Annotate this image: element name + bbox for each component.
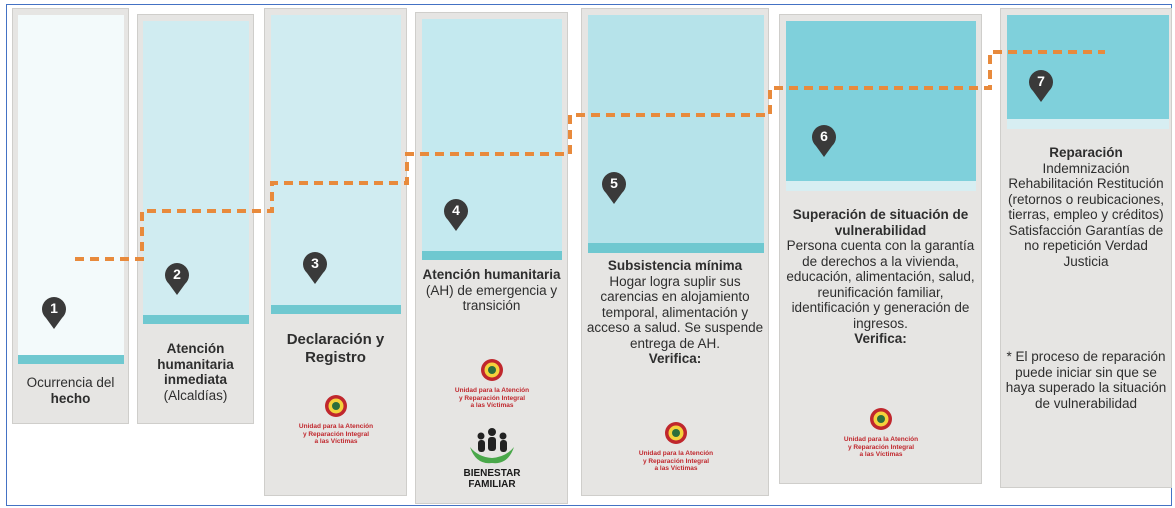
- stage-card-3: 3 Declaración y Registro Unidad para la …: [264, 8, 407, 496]
- pin-icon: 1: [42, 297, 66, 329]
- stage-2-label: Atención humanitaria inmediata(Alcaldías…: [157, 341, 234, 403]
- shield-icon: [481, 359, 503, 381]
- stage-1-label: Ocurrencia del hecho: [26, 375, 115, 406]
- pin-icon: 3: [303, 252, 327, 284]
- pin-icon: 2: [165, 263, 189, 295]
- shield-icon: [870, 408, 892, 430]
- svg-text:5: 5: [610, 175, 618, 191]
- stage-3-label: Declaración y Registro: [286, 331, 385, 366]
- shield-icon: [325, 395, 347, 417]
- stage-card-2: 2 Atención humanitaria inmediata(Alcaldí…: [137, 14, 254, 424]
- stage-card-1: 1 Ocurrencia del hecho: [12, 8, 129, 424]
- svg-text:4: 4: [452, 202, 460, 218]
- stage-6-label: Superación de situación de vulnerabilida…: [786, 207, 975, 346]
- svg-text:1: 1: [50, 300, 58, 316]
- svg-text:2: 2: [173, 266, 181, 282]
- svg-text:7: 7: [1037, 73, 1045, 89]
- shield-icon: [665, 422, 687, 444]
- stage-card-6: 6 Superación de situación de vulnerabili…: [779, 14, 982, 484]
- family-icon: [470, 428, 514, 464]
- pin-icon: 7: [1029, 70, 1053, 102]
- stage-4-label: Atención humanitaria (AH) de emergencia …: [422, 267, 561, 313]
- svg-text:6: 6: [820, 128, 828, 144]
- stage-card-4: 4 Atención humanitaria (AH) de emergenci…: [415, 12, 568, 504]
- pin-icon: 5: [602, 172, 626, 204]
- svg-text:3: 3: [311, 255, 319, 271]
- stage-7-note: * El proceso de reparación puede iniciar…: [1005, 349, 1167, 411]
- pin-icon: 6: [812, 125, 836, 157]
- pin-icon: 4: [444, 199, 468, 231]
